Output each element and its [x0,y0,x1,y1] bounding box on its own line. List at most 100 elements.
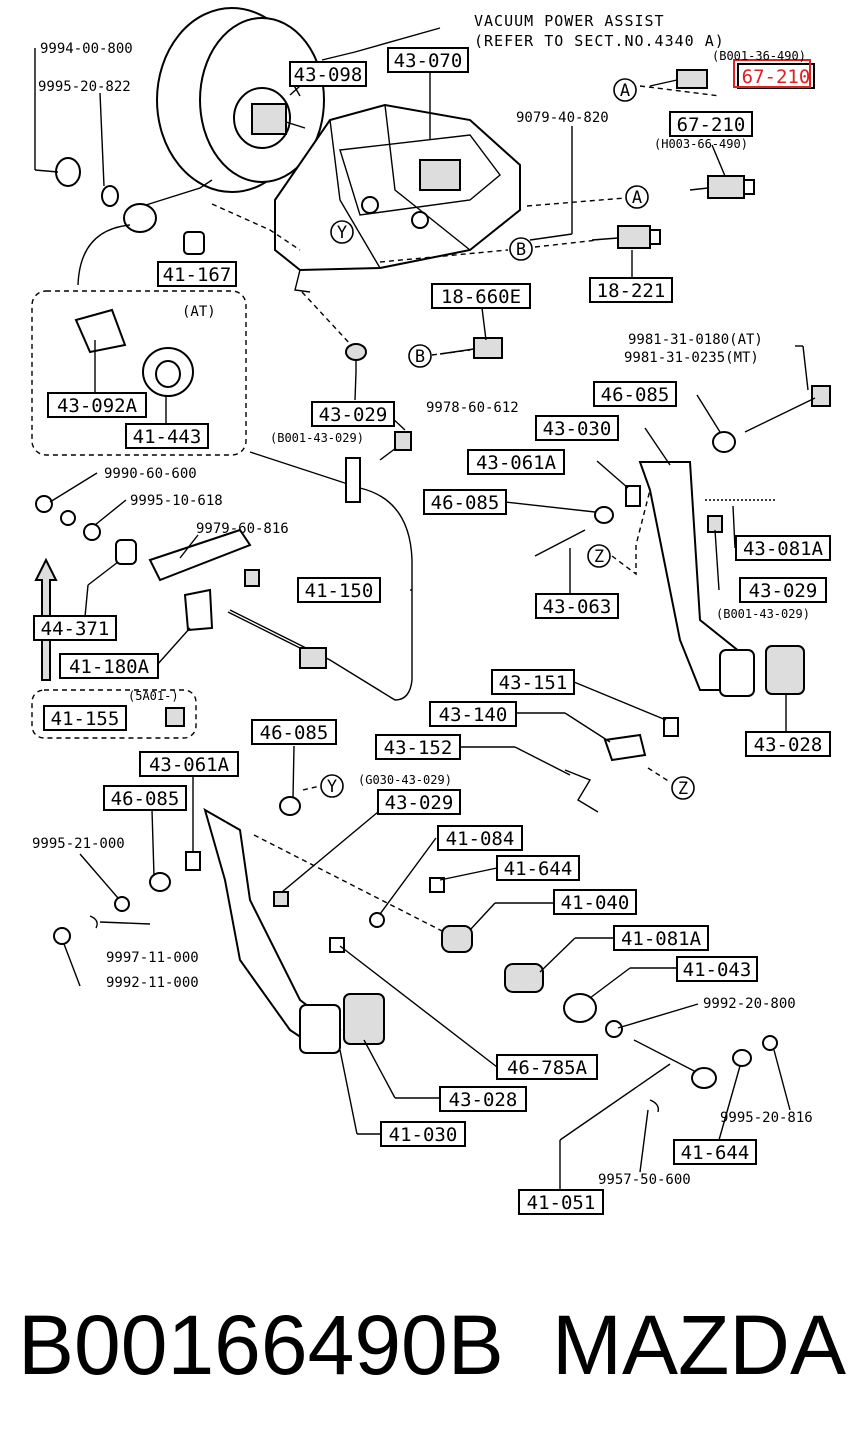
part-number-9979-60-816[interactable]: 9979-60-816 [196,521,289,537]
header-line-1: VACUUM POWER ASSIST [474,12,665,30]
part-number-9995-20-816[interactable]: 9995-20-816 [720,1110,813,1126]
part-label-18-221[interactable]: 18-221 [597,280,666,302]
part-label-41-150[interactable]: 41-150 [305,580,374,602]
part-label-43-070[interactable]: 43-070 [394,50,463,72]
part-label-43-029-top[interactable]: 43-029 [319,404,388,426]
part-label-43-028-a[interactable]: 43-028 [754,734,823,756]
part-label-46-085-c[interactable]: 46-085 [260,722,329,744]
part-number-9995-20-822[interactable]: 9995-20-822 [38,79,131,95]
part-label-43-061a-b[interactable]: 43-061A [149,754,230,776]
part-number-9997-11-000[interactable]: 9997-11-000 [106,950,199,966]
callout-z-1: Z [594,547,604,567]
part-label-43-140[interactable]: 43-140 [439,704,508,726]
switch-67-210-top-drawing [649,69,708,89]
cable-drawing [77,224,131,286]
washer-9995-20-816-drawing [762,1035,778,1051]
part-number-9995-21-000[interactable]: 9995-21-000 [32,836,125,852]
footer: B00166490B MAZDA [0,1295,864,1405]
part-number-9995-10-618[interactable]: 9995-10-618 [130,493,223,509]
part-label-41-180a[interactable]: 41-180A [69,656,150,678]
header-line-2: (REFER TO SECT.NO.4340 A) [474,32,725,50]
part-label-43-028-b[interactable]: 43-028 [449,1089,518,1111]
washer-9995-10-drawing [83,523,101,541]
part-label-46-085-b[interactable]: 46-085 [431,492,500,514]
callout-z-2: Z [678,779,688,799]
bushing-43-061a-drawing [625,485,641,507]
nut-9992-20-drawing [605,1020,623,1038]
cable-clip-drawing [345,457,361,503]
part-label-41-644-a[interactable]: 41-644 [504,858,573,880]
nut-46-085-c-drawing [279,796,301,816]
footer-part-number: B00166490B [18,1298,504,1392]
callout-b-1: B [516,240,526,260]
brake-pad-drawing [299,1004,341,1054]
part-label-46-085-d[interactable]: 46-085 [111,788,180,810]
part-number-9981-31-0235[interactable]: 9981-31-0235(MT) [624,350,759,366]
part-label-43-092a[interactable]: 43-092A [57,395,138,417]
part-label-41-084[interactable]: 41-084 [446,828,515,850]
part-label-41-040[interactable]: 41-040 [561,892,630,914]
part-label-43-029-c[interactable]: 43-029 [385,792,454,814]
bolt-43-029-c-drawing [273,891,289,907]
part-label-41-043[interactable]: 41-043 [683,959,752,981]
boxed-part-labels: 43-098 43-070 67-210 67-210 41-167 18-66… [33,47,831,1215]
callout-a-2: A [632,188,642,208]
part-number-9992-11-000[interactable]: 9992-11-000 [106,975,199,991]
part-number-9994-00-800[interactable]: 9994-00-800 [40,41,133,57]
part-number-9079-40-820[interactable]: 9079-40-820 [516,110,609,126]
rod-41-180a-drawing [227,611,301,649]
part-label-43-081a[interactable]: 43-081A [743,538,824,560]
bolt-43-029-b-drawing [707,515,723,533]
part-label-46-085-a[interactable]: 46-085 [601,384,670,406]
part-number-9981-31-0180[interactable]: 9981-31-0180(AT) [628,332,763,348]
part-label-41-443[interactable]: 41-443 [133,426,202,448]
washer-9990-drawing [60,510,76,526]
callout-letters: A A B B Y Y Z Z [320,78,695,800]
note-b001-36-490: (B001-36-490) [712,49,806,63]
leader-lines [34,27,809,1190]
part-number-9992-20-800[interactable]: 9992-20-800 [703,996,796,1012]
nut-drawing [55,157,81,187]
part-label-18-660e[interactable]: 18-660E [441,286,521,308]
part-label-67-210-highlighted[interactable]: 67-210 [742,66,811,88]
switch-18-221-drawing [591,225,661,249]
part-label-41-155[interactable]: 41-155 [51,708,120,730]
part-label-67-210[interactable]: 67-210 [677,114,746,136]
clip-9997-drawing [89,915,98,929]
cable-41-150-drawing [229,451,413,701]
part-label-43-061a-a[interactable]: 43-061A [476,452,557,474]
part-label-43-151[interactable]: 43-151 [499,672,568,694]
part-label-41-644-b[interactable]: 41-644 [681,1142,750,1164]
note-at: (AT) [182,304,216,320]
note-b001-43-029-b: (B001-43-029) [716,607,810,621]
switch-18-660e-drawing [439,337,503,359]
part-label-43-063[interactable]: 43-063 [543,596,612,618]
pin-43-151-drawing [663,717,679,737]
part-label-43-152[interactable]: 43-152 [384,737,453,759]
part-number-9990-60-600[interactable]: 9990-60-600 [104,466,197,482]
rod-end-drawing [691,1067,717,1089]
part-label-41-167[interactable]: 41-167 [163,264,232,286]
part-label-41-030[interactable]: 41-030 [389,1124,458,1146]
part-label-41-051[interactable]: 41-051 [527,1192,596,1214]
pin-43-063-drawing [534,529,586,557]
part-label-46-785a[interactable]: 46-785A [507,1057,588,1079]
clip-9957-drawing [649,1099,660,1113]
nut-46-085-b-drawing [594,506,614,524]
part-label-43-098[interactable]: 43-098 [294,64,363,86]
part-number-9957-50-600[interactable]: 9957-50-600 [598,1172,691,1188]
part-label-43-029-b[interactable]: 43-029 [749,580,818,602]
rod-drawing [129,179,213,211]
5a01-region-frame [31,689,197,739]
part-illustrations [34,7,831,1113]
part-label-41-081a[interactable]: 41-081A [621,928,702,950]
bushing-44-371-drawing [115,539,137,565]
at-plate-drawing [74,308,194,397]
dashed-lines [31,85,721,933]
part-number-9978-60-612[interactable]: 9978-60-612 [426,400,519,416]
part-label-43-030[interactable]: 43-030 [543,418,612,440]
nut-46-085-d-drawing [149,872,171,892]
callout-y-1: Y [337,223,347,243]
part-label-44-371[interactable]: 44-371 [41,618,110,640]
